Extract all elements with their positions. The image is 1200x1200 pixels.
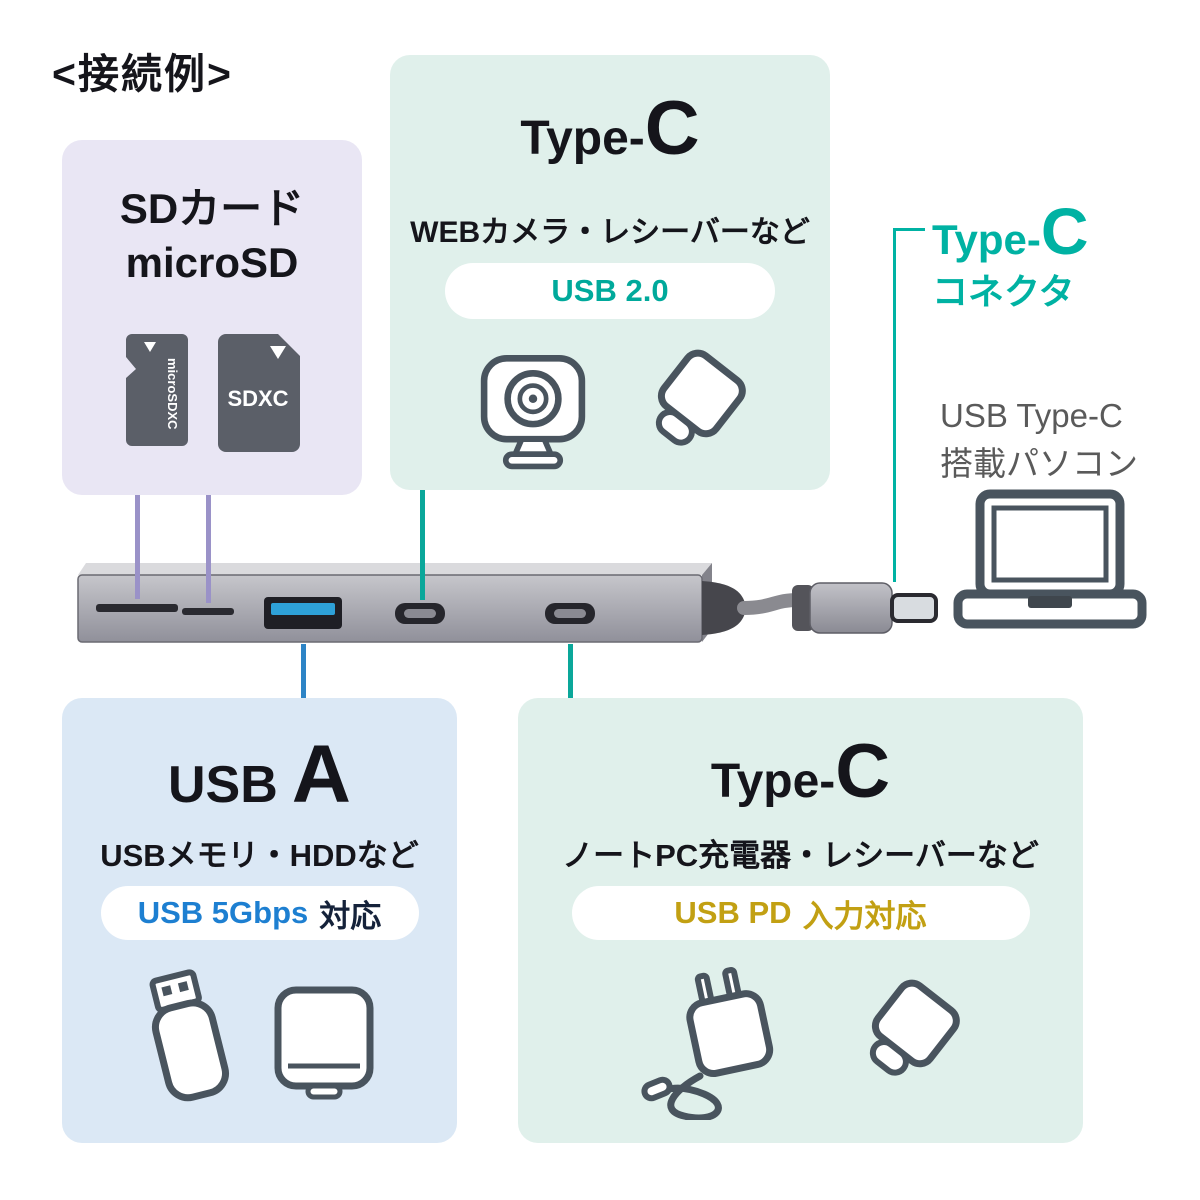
- typec-top-icons-row: [390, 345, 830, 475]
- typec-bottom-icons-row: [518, 960, 1083, 1120]
- sd-slot: [96, 604, 178, 612]
- sd-icon-label: SDXC: [227, 386, 288, 411]
- hub-top-face: [78, 563, 712, 575]
- typec-bottom-title: Type-C: [518, 734, 1083, 810]
- typec-connector-label: Type-C コネクタ: [932, 198, 1089, 310]
- sd-card-box: SDカード microSD microSDXC SDXC: [62, 140, 362, 495]
- usb-hub-illustration: [77, 563, 938, 643]
- ac-adapter-icon: [640, 966, 773, 1120]
- plug-strain-relief: [792, 585, 814, 631]
- sd-box-title: SDカード microSD: [62, 182, 362, 290]
- typec-port-1-slot: [404, 609, 436, 618]
- sd-icons-row: microSDXC SDXC: [62, 328, 362, 456]
- typec-plug-icon: [630, 345, 750, 475]
- sd-card-icon: SDXC: [217, 334, 300, 452]
- typec2-connect-line: [568, 644, 573, 698]
- cable: [737, 593, 805, 615]
- typec-top-title-prefix: Type-: [520, 112, 645, 165]
- microsd-card-icon: microSDXC: [125, 334, 188, 446]
- typec-port-2-slot: [554, 609, 586, 618]
- usb-pd-badge-highlight: USB PD: [674, 895, 792, 930]
- usb-memory-icon: [149, 969, 229, 1102]
- laptop-label-line1: USB Type-C: [940, 397, 1123, 434]
- sd-box-title-line2: microSD: [125, 238, 299, 286]
- typec-bottom-subtitle: ノートPC充電器・レシーバーなど: [562, 838, 1039, 873]
- typec-connector-label-prefix: Type-: [932, 216, 1041, 263]
- laptop-label-line2: 搭載パソコン: [940, 444, 1138, 482]
- laptop-label: USB Type-C 搭載パソコン: [940, 392, 1138, 488]
- typec-top-title-big: C: [644, 86, 700, 171]
- sd-connect-line: [135, 495, 140, 599]
- microsd-icon-label: microSDXC: [165, 358, 180, 430]
- usb-5gbps-badge-suffix: 対応: [319, 898, 382, 934]
- usb-a-subtitle: USBメモリ・HDDなど: [100, 838, 419, 873]
- usb-a-title-big: A: [291, 729, 351, 820]
- plug-body: [809, 582, 893, 634]
- typec-bottom-box: Type-C ノートPC充電器・レシーバーなど USB PD 入力対応: [518, 698, 1083, 1143]
- webcam-icon: [480, 354, 586, 470]
- microsd-connect-line: [206, 495, 211, 603]
- usb-a-port-tongue: [271, 603, 335, 615]
- usb-5gbps-badge: USB 5Gbps 対応: [100, 886, 419, 940]
- plug-metal-tip: [890, 593, 938, 623]
- hdd-icon: [274, 986, 373, 1100]
- typec-bottom-title-big: C: [835, 729, 891, 814]
- page-title: <接続例>: [52, 51, 233, 97]
- microsd-slot: [182, 608, 234, 615]
- typec-connector-label-big: C: [1040, 194, 1089, 268]
- typec1-connect-line: [420, 490, 425, 600]
- typec-top-title: Type-C: [390, 91, 830, 167]
- laptop-icon: [953, 489, 1147, 629]
- usba-connect-line: [301, 644, 306, 698]
- typec-bottom-title-prefix: Type-: [710, 755, 836, 808]
- typec-top-box: Type-C WEBカメラ・レシーバーなど USB 2.0: [390, 55, 830, 490]
- sd-box-title-line1: SDカード: [119, 185, 305, 232]
- usb-a-title-prefix: USB: [167, 756, 278, 814]
- cable-boot: [702, 581, 746, 635]
- usb-pd-badge-suffix: 入力対応: [802, 898, 927, 934]
- connector-pointer-line-vertical: [893, 228, 896, 582]
- typec-plug-icon-2: [844, 975, 964, 1105]
- usb-5gbps-badge-highlight: USB 5Gbps: [137, 895, 309, 930]
- typec-top-subtitle: WEBカメラ・レシーバーなど: [410, 216, 810, 249]
- typec-connector-label-line2: コネクタ: [932, 271, 1075, 312]
- usb20-badge: USB 2.0: [445, 263, 775, 319]
- usb-pd-badge: USB PD 入力対応: [571, 886, 1030, 940]
- connector-pointer-line-horizontal: [893, 228, 925, 231]
- usb-a-icons-row: [62, 966, 457, 1106]
